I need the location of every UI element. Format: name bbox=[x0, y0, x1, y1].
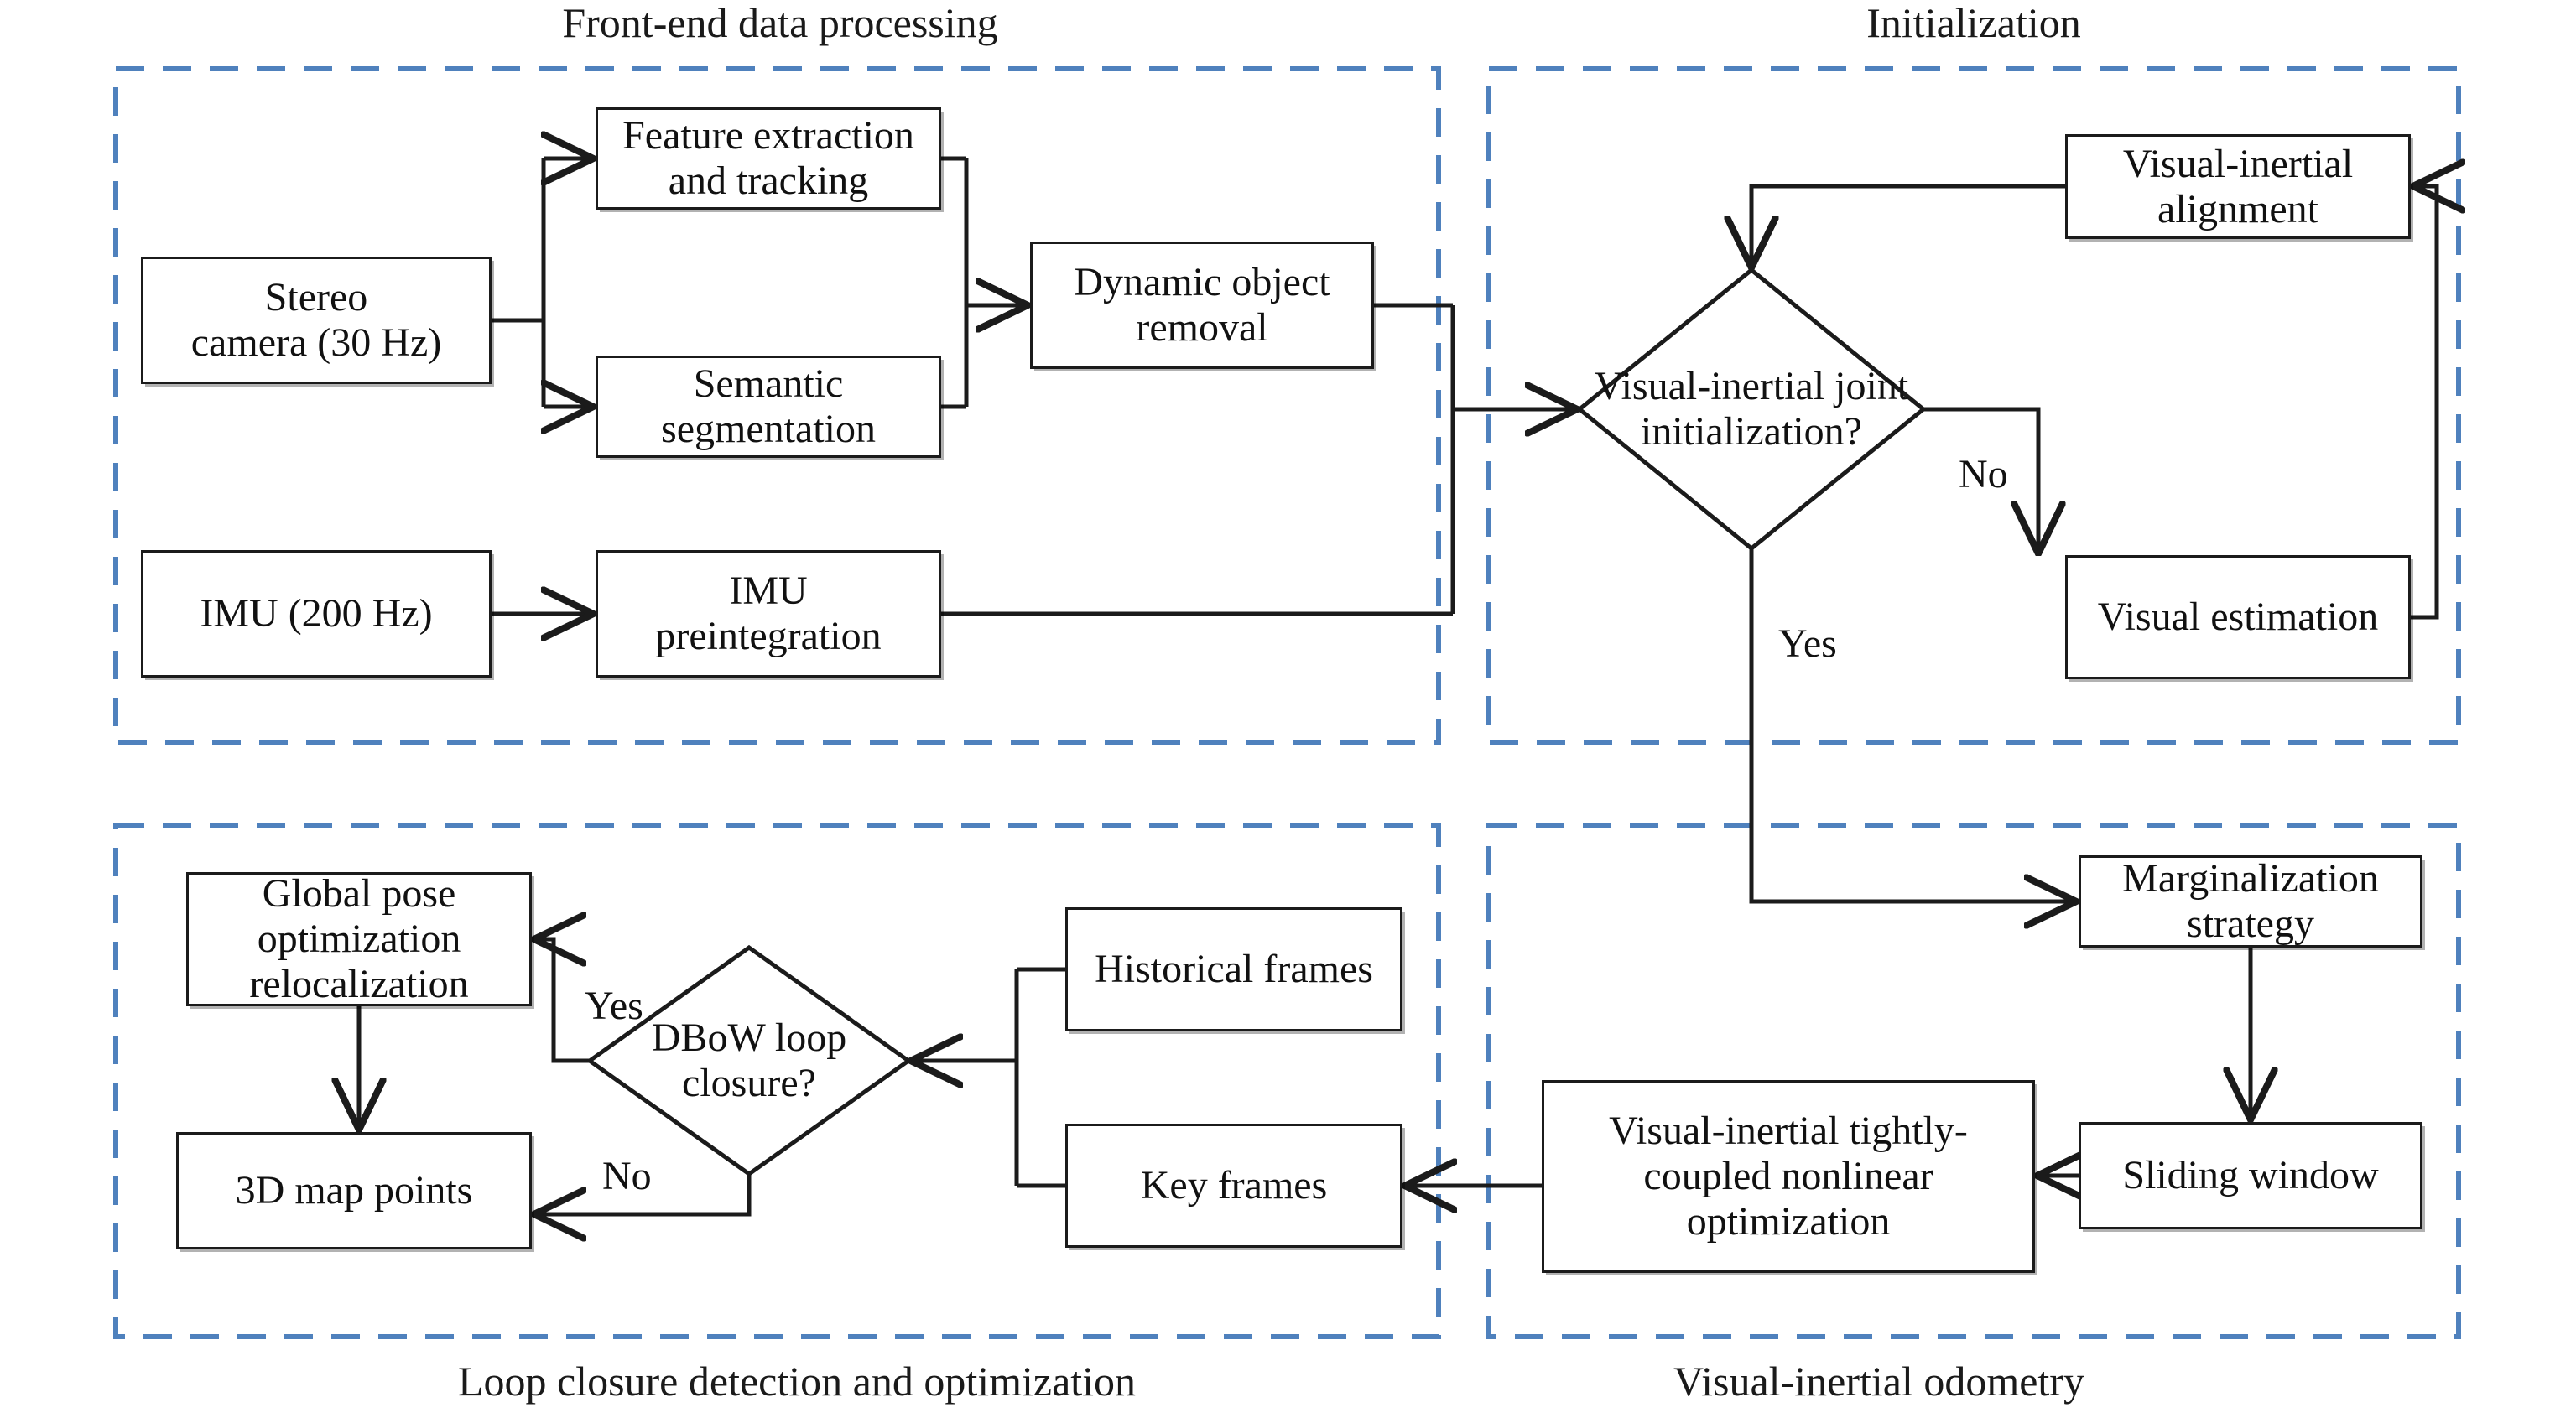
node-label-3d-map-points: 3D map points bbox=[235, 1168, 473, 1213]
node-vi-joint-init[interactable] bbox=[1576, 267, 1927, 552]
node-visual-inertial-alignment[interactable]: Visual-inertial alignment bbox=[2065, 134, 2411, 239]
node-label-stereo-camera: Stereo camera (30 Hz) bbox=[190, 275, 442, 365]
node-global-pose-optimization[interactable]: Global pose optimization relocalization bbox=[186, 871, 532, 1006]
panel-label-vio: Visual-inertial odometry bbox=[1673, 1358, 2084, 1405]
node-imu[interactable]: IMU (200 Hz) bbox=[141, 550, 492, 678]
node-label-visual-estimation: Visual estimation bbox=[2097, 595, 2379, 640]
edge-label-init-no: No bbox=[1959, 452, 2008, 496]
node-label-visual-inertial-alignment: Visual-inertial alignment bbox=[2122, 141, 2354, 231]
edge-label-dbow-yes: Yes bbox=[585, 984, 643, 1028]
node-sliding-window[interactable]: Sliding window bbox=[2079, 1122, 2422, 1229]
edge-dbow-yes bbox=[539, 939, 590, 1063]
node-label-imu-preintegration: IMU preintegration bbox=[655, 569, 882, 658]
node-semantic-segmentation[interactable]: Semantic segmentation bbox=[596, 356, 941, 458]
node-label-imu: IMU (200 Hz) bbox=[200, 591, 433, 636]
panel-front-end bbox=[113, 66, 1441, 745]
edge-dbow-no bbox=[539, 1174, 752, 1214]
panel-loop-closure bbox=[113, 823, 1441, 1339]
node-dynamic-object-removal[interactable]: Dynamic object removal bbox=[1030, 242, 1374, 369]
panel-vio bbox=[1486, 823, 2461, 1339]
node-visual-estimation[interactable]: Visual estimation bbox=[2065, 555, 2411, 679]
edge-label-dbow-no: No bbox=[602, 1154, 652, 1198]
node-stereo-camera[interactable]: Stereo camera (30 Hz) bbox=[141, 257, 492, 384]
node-feature-extraction[interactable]: Feature extraction and tracking bbox=[596, 107, 941, 210]
node-label-global-pose-optimization: Global pose optimization relocalization bbox=[249, 871, 469, 1006]
node-3d-map-points[interactable]: 3D map points bbox=[176, 1132, 532, 1249]
node-label-feature-extraction: Feature extraction and tracking bbox=[622, 113, 914, 203]
edge-visual-est-return bbox=[2411, 186, 2437, 620]
node-label-key-frames: Key frames bbox=[1140, 1163, 1328, 1208]
node-label-historical-frames: Historical frames bbox=[1095, 947, 1373, 992]
node-label-vi-optimization: Visual-inertial tightly- coupled nonline… bbox=[1609, 1109, 1968, 1244]
node-label-dynamic-object-removal: Dynamic object removal bbox=[1074, 260, 1330, 350]
panel-label-initialization: Initialization bbox=[1866, 0, 2081, 46]
node-vi-optimization[interactable]: Visual-inertial tightly- coupled nonline… bbox=[1542, 1080, 2035, 1273]
node-marginalization[interactable]: Marginalization strategy bbox=[2079, 855, 2422, 948]
node-label-semantic-segmentation: Semantic segmentation bbox=[661, 361, 876, 451]
edge-label-init-yes: Yes bbox=[1778, 621, 1837, 666]
edge-yes-branch bbox=[1749, 548, 2072, 901]
node-key-frames[interactable]: Key frames bbox=[1065, 1124, 1402, 1248]
node-historical-frames[interactable]: Historical frames bbox=[1065, 907, 1402, 1031]
panel-label-front-end: Front-end data processing bbox=[562, 0, 998, 46]
panel-label-loop-closure: Loop closure detection and optimization bbox=[457, 1358, 1137, 1405]
node-imu-preintegration[interactable]: IMU preintegration bbox=[596, 550, 941, 678]
edge-no-branch bbox=[1923, 407, 2038, 549]
panel-initialization bbox=[1486, 66, 2461, 745]
node-label-sliding-window: Sliding window bbox=[2122, 1153, 2379, 1198]
node-dbow-loop-closure[interactable] bbox=[585, 944, 913, 1177]
node-label-marginalization: Marginalization strategy bbox=[2122, 856, 2379, 946]
edge-alignment-to-diamond bbox=[1751, 184, 2065, 263]
